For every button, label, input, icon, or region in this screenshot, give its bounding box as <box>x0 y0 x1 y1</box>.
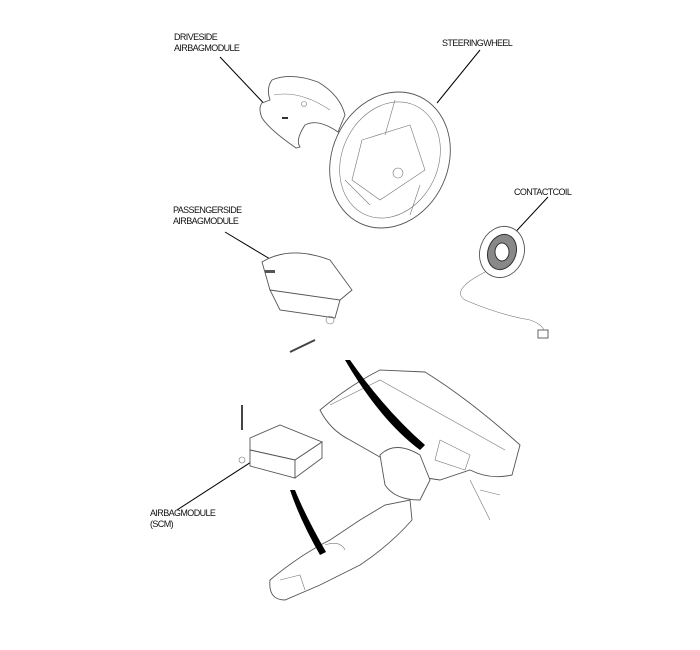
airbag-module-scm-drawing <box>238 405 323 479</box>
label-driver-airbag-module: DRIVESIDE AIRBAGMODULE <box>174 32 240 54</box>
floor-console-drawing <box>269 490 413 601</box>
label-line: (SCM) <box>150 519 174 529</box>
label-line: AIRBAGMODULE <box>174 43 240 53</box>
steering-wheel-drawing <box>329 91 451 229</box>
contact-coil-drawing <box>460 225 549 339</box>
label-passenger-airbag-module: PASSENGERSIDE AIRBAGMODULE <box>173 205 242 227</box>
label-steering-wheel: STEERINGWHEEL <box>442 38 513 48</box>
passenger-airbag-module-drawing <box>261 252 353 353</box>
label-line: AIRBAGMODULE <box>173 216 239 226</box>
dashboard-drawing <box>319 360 521 521</box>
label-line: AIRBAGMODULE <box>150 508 216 518</box>
driver-airbag-module-drawing <box>259 76 346 149</box>
label-airbag-module-scm: AIRBAGMODULE (SCM) <box>150 508 216 530</box>
label-line: DRIVESIDE <box>174 32 218 42</box>
label-line: PASSENGERSIDE <box>173 205 242 215</box>
label-contact-coil: CONTACTCOIL <box>514 187 572 197</box>
